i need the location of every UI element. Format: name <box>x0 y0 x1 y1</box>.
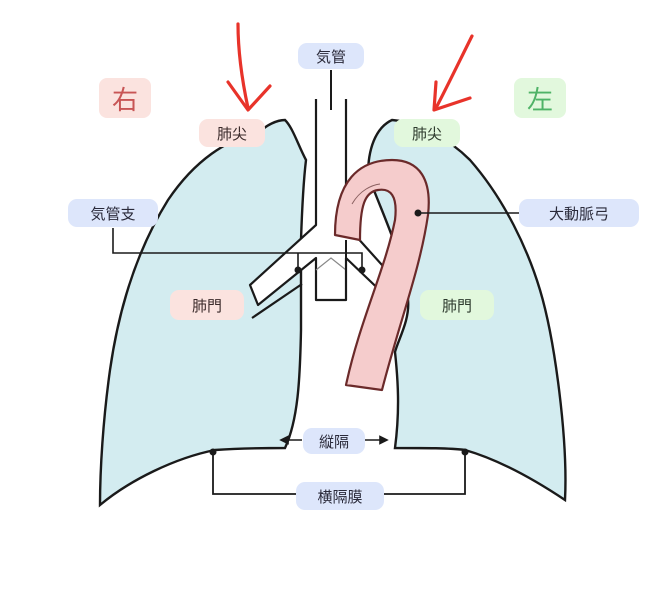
bronchus-leader <box>112 228 363 270</box>
bronchus-dot-right <box>294 266 302 274</box>
bronchus-dot-left <box>358 266 366 274</box>
mediastinum-label: 縦隔 <box>303 428 365 454</box>
aortic-arch <box>333 158 430 392</box>
right-bronchus-lower-edge <box>251 283 303 319</box>
aortic-arch-label: 大動脈弓 <box>519 199 639 227</box>
diaphragm-dot-left <box>461 448 469 456</box>
arch-inner-line <box>351 183 381 205</box>
apex-right-label: 肺尖 <box>199 119 265 147</box>
bronchus-label: 気管支 <box>68 199 158 227</box>
apex-right-annotation-arrow-icon <box>226 22 272 112</box>
trachea-label: 気管 <box>298 43 364 69</box>
apex-left-label: 肺尖 <box>394 119 460 147</box>
aortic-arch-dot <box>414 209 422 217</box>
left-side-label: 左 <box>514 78 566 118</box>
carina-line <box>315 257 347 271</box>
diaphragm-label: 横隔膜 <box>296 482 384 510</box>
apex-left-annotation-arrow-icon <box>432 34 474 112</box>
hilum-right-label: 肺門 <box>170 290 244 320</box>
diaphragm-dot-right <box>209 448 217 456</box>
hilum-left-label: 肺門 <box>420 290 494 320</box>
right-side-label: 右 <box>99 78 151 118</box>
